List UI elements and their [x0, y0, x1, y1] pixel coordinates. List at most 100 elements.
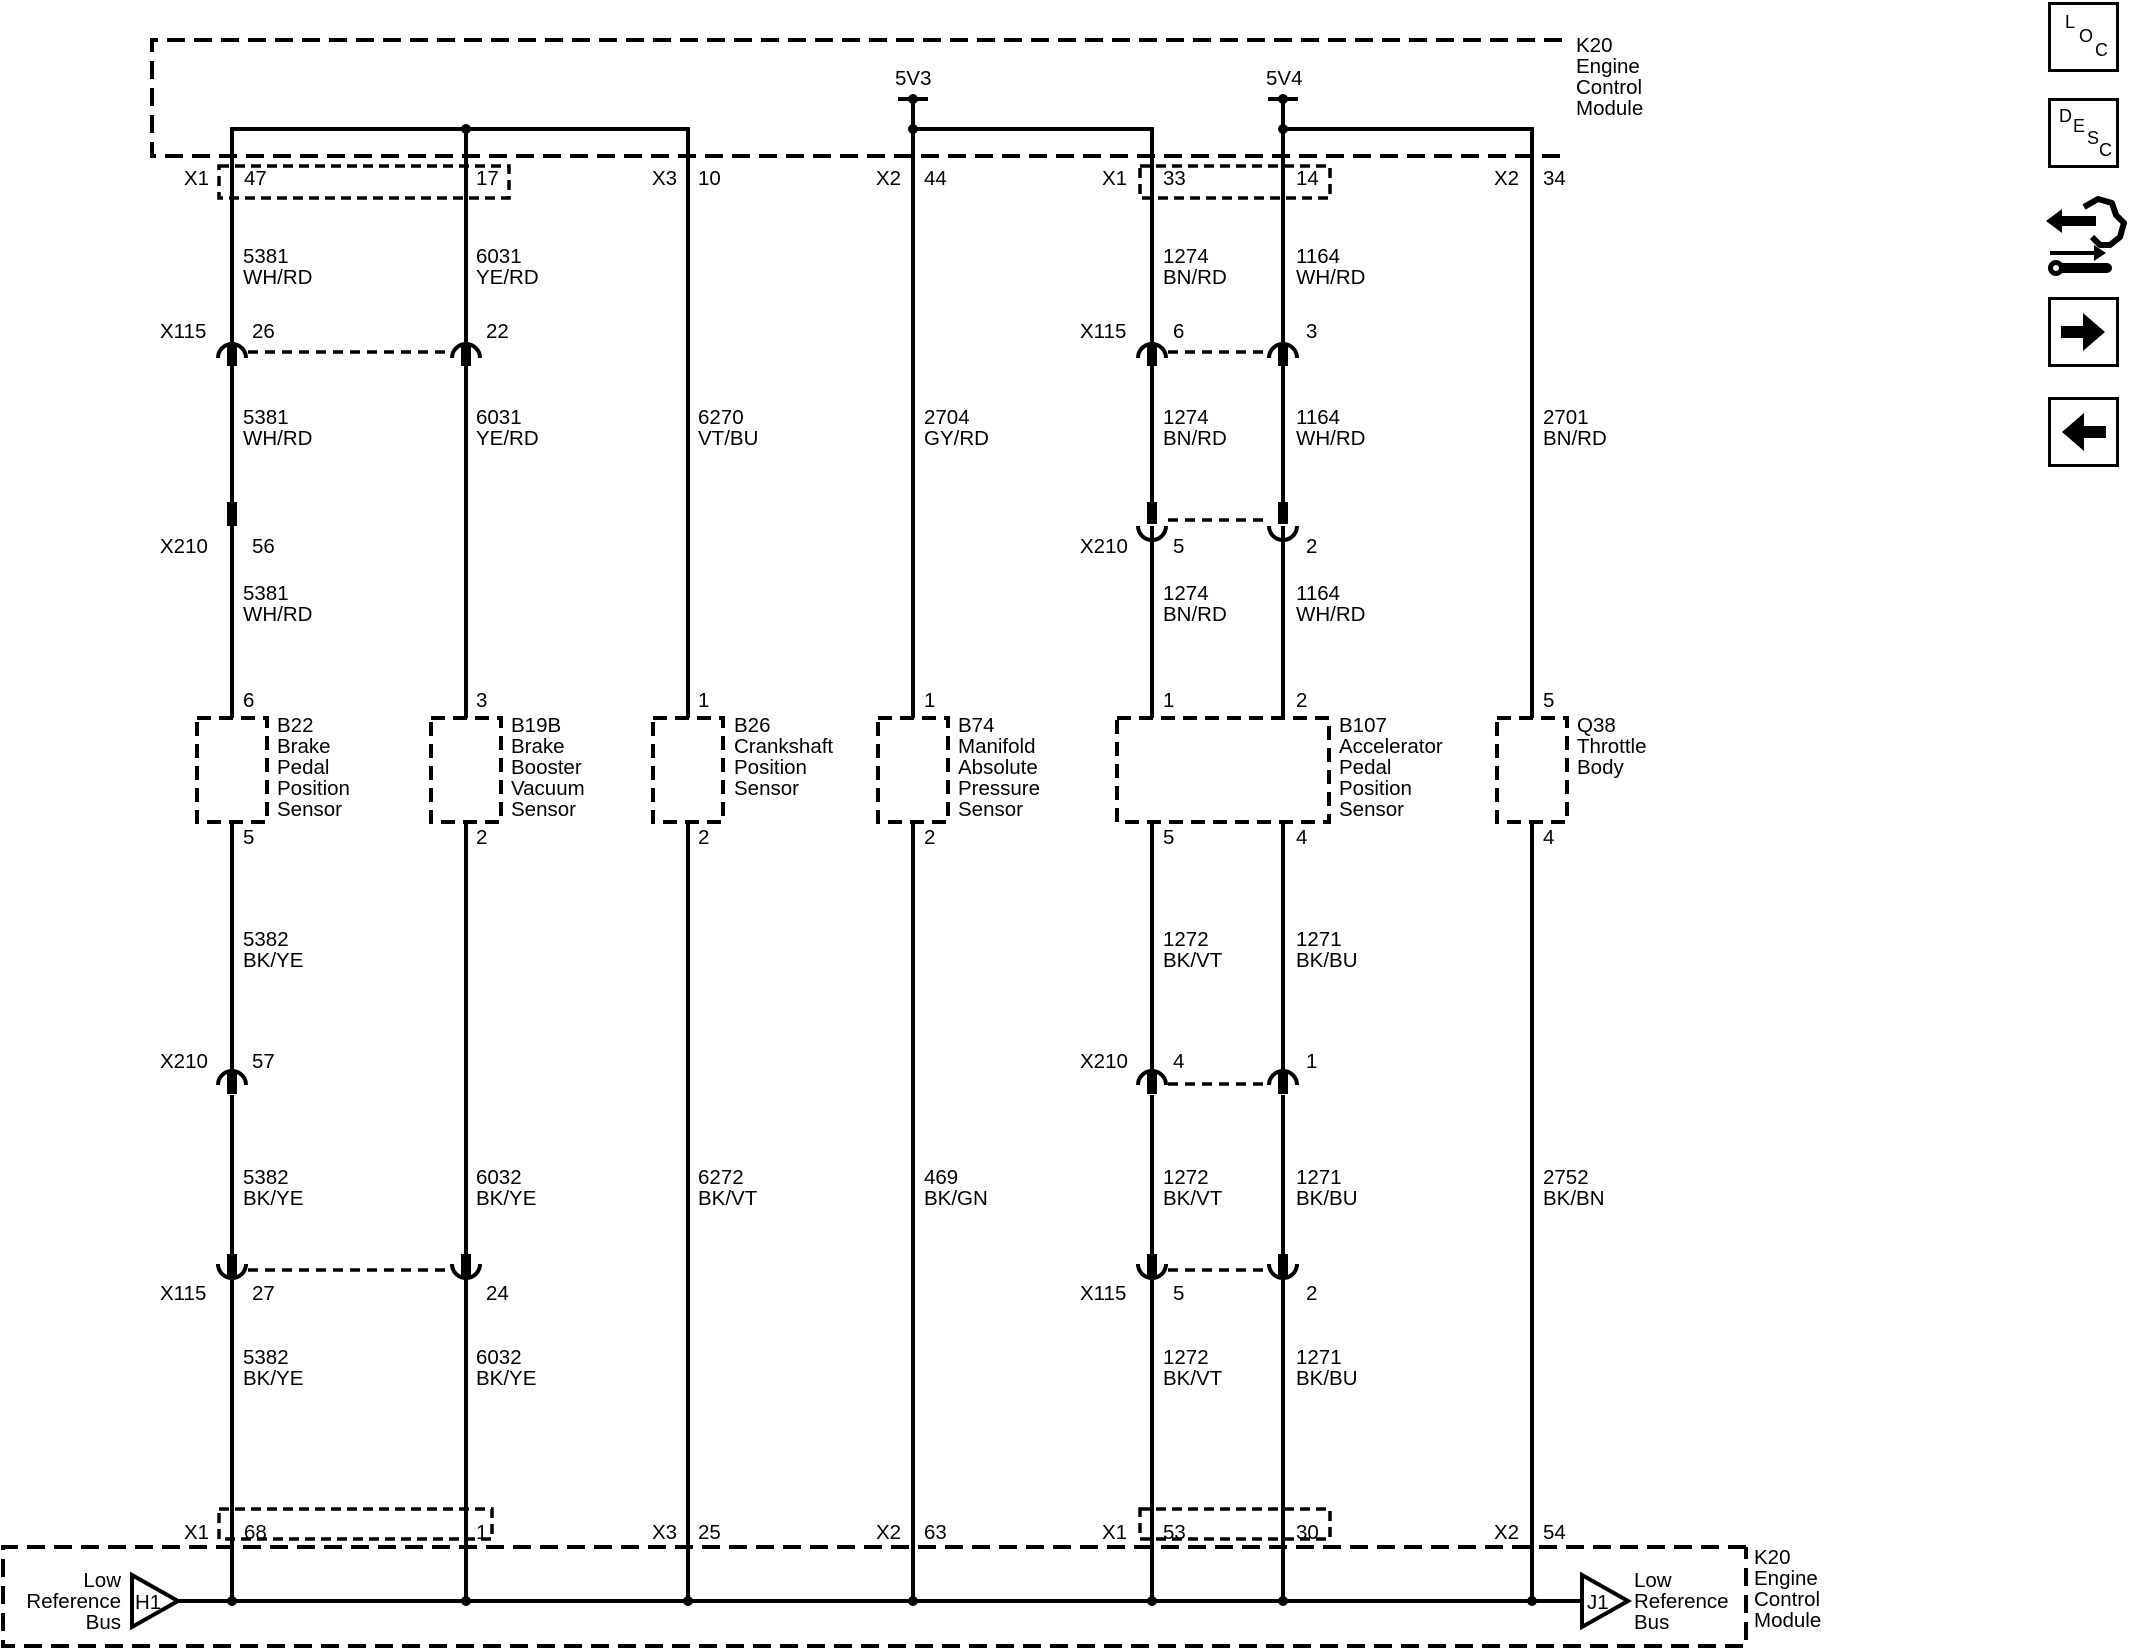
j1-tag-shape — [1580, 1571, 1633, 1631]
top-pin: 44 — [924, 167, 947, 190]
wire-color: BK/BU — [1296, 1367, 1358, 1390]
wire-circuit: 469 — [924, 1166, 958, 1189]
top-pin: 14 — [1296, 167, 1319, 190]
b107-box — [1115, 716, 1331, 824]
inline-conn-name: X115 — [1080, 1282, 1126, 1305]
wire-color: GY/RD — [924, 427, 989, 450]
connector-wrench-icon[interactable] — [2040, 193, 2128, 283]
inline-conn-pin: 5 — [1173, 535, 1184, 558]
component-pin: 4 — [1296, 826, 1307, 849]
desc-button[interactable]: D E S C — [2048, 98, 2119, 168]
wire-color: WH/RD — [243, 603, 312, 626]
bottom-pin: 25 — [698, 1521, 721, 1544]
bottom-conn: X1 — [1102, 1521, 1127, 1544]
wire-color: BN/RD — [1163, 427, 1227, 450]
inline-conn-pin: 2 — [1306, 535, 1317, 558]
top-conn: X2 — [876, 167, 901, 190]
inline-conn-name: X210 — [160, 535, 208, 558]
wire-color: WH/RD — [1296, 603, 1365, 626]
supply-5v3: 5V3 — [895, 67, 931, 90]
wire-color: WH/RD — [1296, 266, 1365, 289]
wire-color: BK/VT — [698, 1187, 758, 1210]
wire-circuit: 2701 — [1543, 406, 1589, 429]
component-pin: 3 — [476, 689, 487, 712]
top-conn: X1 — [184, 167, 209, 190]
desc-letter: D — [2059, 106, 2072, 126]
bottom-pin: 1 — [476, 1521, 487, 1544]
previous-button[interactable] — [2048, 397, 2119, 467]
wire-circuit: 2752 — [1543, 1166, 1589, 1189]
wire-color: BN/RD — [1163, 603, 1227, 626]
wire-circuit: 5382 — [243, 928, 289, 951]
bus-right-tag: J1 — [1587, 1591, 1609, 1614]
inline-conn-pin: 4 — [1173, 1050, 1184, 1073]
inline-conn-pin: 27 — [252, 1282, 275, 1305]
component-pin: 2 — [1296, 689, 1307, 712]
wire-circuit: 1271 — [1296, 1346, 1342, 1369]
wire-color: BN/RD — [1543, 427, 1607, 450]
wire-color: YE/RD — [476, 427, 539, 450]
wire-color: BN/RD — [1163, 266, 1227, 289]
wire-circuit: 1271 — [1296, 1166, 1342, 1189]
wire-circuit: 5381 — [243, 245, 289, 268]
component-pin: 1 — [698, 689, 709, 712]
wire-circuit: 5382 — [243, 1346, 289, 1369]
inline-conn-pin: 6 — [1173, 320, 1184, 343]
wire-circuit: 1272 — [1163, 928, 1209, 951]
wire-circuit: 5381 — [243, 406, 289, 429]
inline-conn-pin: 1 — [1306, 1050, 1317, 1073]
top-conn: X3 — [652, 167, 677, 190]
wire-color: BK/VT — [1163, 949, 1223, 972]
component-pin: 6 — [243, 689, 254, 712]
bottom-pin: 63 — [924, 1521, 947, 1544]
top-pin: 33 — [1163, 167, 1186, 190]
wire-color: WH/RD — [243, 427, 312, 450]
wire-circuit: 1271 — [1296, 928, 1342, 951]
wire-circuit: 6032 — [476, 1166, 522, 1189]
inline-conn-name: X210 — [1080, 535, 1128, 558]
bottom-conn: X2 — [876, 1521, 901, 1544]
inline-conn-name: X210 — [160, 1050, 208, 1073]
q38-box — [1495, 716, 1569, 824]
loc-letter: C — [2095, 40, 2108, 60]
wire-circuit: 1164 — [1296, 406, 1340, 429]
wire-circuit: 5381 — [243, 582, 289, 605]
b26-box — [651, 716, 725, 824]
component-pin: 2 — [476, 826, 487, 849]
inline-conn-pin: 5 — [1173, 1282, 1184, 1305]
wire-circuit: 1164 — [1296, 582, 1340, 605]
wire-color: BK/YE — [243, 949, 303, 972]
inline-conn-pin: 26 — [252, 320, 275, 343]
b74-box — [876, 716, 950, 824]
wire-circuit: 6031 — [476, 245, 522, 268]
wire-circuit: 6272 — [698, 1166, 744, 1189]
component-pin: 2 — [924, 826, 935, 849]
inline-conn-pin: 57 — [252, 1050, 275, 1073]
wire-circuit: 6270 — [698, 406, 744, 429]
wire-circuit: 1272 — [1163, 1346, 1209, 1369]
module-bottom-border — [1, 1545, 1748, 1648]
wire-color: BK/YE — [476, 1367, 536, 1390]
wire-circuit: 1274 — [1163, 406, 1209, 429]
wire-color: VT/BU — [698, 427, 758, 450]
bus-left-tag: H1 — [135, 1591, 161, 1614]
inline-conn-name: X115 — [1080, 320, 1126, 343]
component-pin: 1 — [1163, 689, 1174, 712]
wire-color: YE/RD — [476, 266, 539, 289]
next-button[interactable] — [2048, 297, 2119, 367]
desc-letter: C — [2099, 140, 2112, 160]
desc-letter: E — [2073, 116, 2086, 136]
component-pin: 5 — [1543, 689, 1554, 712]
top-pin: 17 — [476, 167, 499, 190]
loc-button[interactable]: L O C — [2048, 2, 2119, 72]
wire-circuit: 6031 — [476, 406, 522, 429]
wire-color: BK/YE — [243, 1367, 303, 1390]
bottom-pin: 30 — [1296, 1521, 1319, 1544]
